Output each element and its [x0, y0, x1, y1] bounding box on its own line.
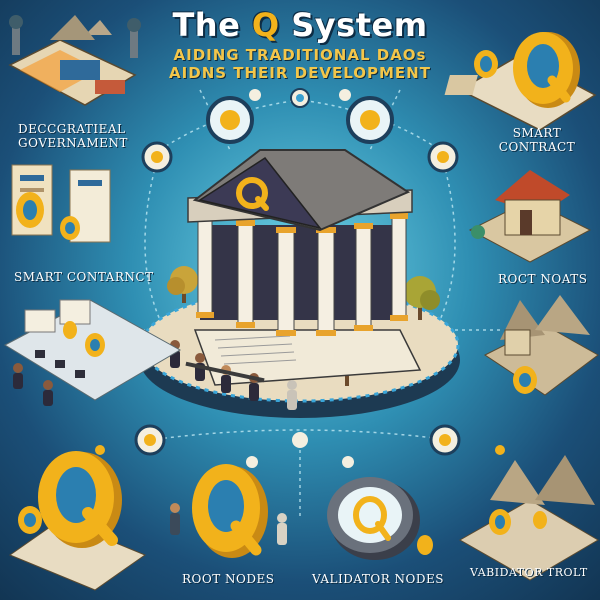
person-icon: [13, 363, 53, 406]
q-coin-icon: [513, 32, 580, 108]
governance-vignette: [8, 15, 141, 106]
label-validator-right: VABIDATOR TROLT: [470, 566, 588, 579]
page-title: The Q System: [0, 6, 600, 44]
person-icon: [221, 365, 231, 393]
label-root-nodes: ROOT NODES: [182, 572, 275, 586]
office-vignette: [3, 299, 182, 406]
smart-contract-vignette: [444, 32, 597, 131]
q-logo-icon: [236, 177, 269, 211]
q-coin-icon: [474, 50, 498, 78]
tree-icon: [9, 15, 141, 32]
q-coin-icon: [63, 321, 105, 357]
tree-icon: [167, 266, 198, 303]
ruins-vignette: [484, 295, 599, 396]
label-decentralized-governance: DECCGRATIEAL GOVERNAMENT: [18, 122, 128, 150]
title-prefix: The: [172, 6, 252, 44]
person-icon: [287, 380, 297, 410]
node-icon: [346, 96, 394, 144]
title-suffix: System: [279, 6, 428, 44]
label-root-nodes-right: ROCT NOATS: [498, 272, 588, 286]
node-icon: [246, 456, 258, 468]
small-temple-vignette: [468, 170, 592, 263]
node-icon: [141, 141, 173, 173]
node-icon: [429, 424, 461, 456]
node-icon: [495, 445, 505, 455]
label-validator-nodes: VALIDATOR NODES: [312, 572, 444, 586]
label-smart-contract-top: SMART CONTRACT: [498, 126, 576, 154]
node-icon: [134, 424, 166, 456]
node-icon: [427, 141, 459, 173]
person-icon: [170, 503, 287, 545]
subtitle-line-2: AIDNS THEIR DEVELOPMENT: [169, 64, 431, 82]
tree-icon: [404, 276, 440, 320]
node-icon: [290, 88, 310, 108]
q-coin-icon: [513, 366, 537, 394]
node-icon: [339, 89, 351, 101]
node-icon: [342, 456, 354, 468]
title-q: Q: [251, 6, 280, 44]
node-icon: [95, 445, 105, 455]
validator-coin-icon: [327, 477, 433, 560]
node-icon: [249, 89, 261, 101]
node-icon: [292, 432, 308, 448]
subtitle-line-1: AIDING TRADITIONAL DAOs: [173, 46, 427, 64]
q-coin-icon: [16, 192, 80, 240]
q-with-people-icon: [170, 464, 287, 558]
mountains-vignette: [458, 455, 599, 581]
documents-vignette: [11, 164, 111, 243]
q-coin-icon: [489, 509, 547, 535]
people-group: [170, 340, 297, 410]
node-icon: [206, 96, 254, 144]
tree-icon: [471, 225, 485, 239]
network-nodes: [95, 88, 505, 468]
root-nodes-q-icon: [8, 451, 147, 591]
label-smart-contract-left: SMART CONTARNCT: [14, 270, 154, 284]
temple-building: [187, 149, 422, 386]
